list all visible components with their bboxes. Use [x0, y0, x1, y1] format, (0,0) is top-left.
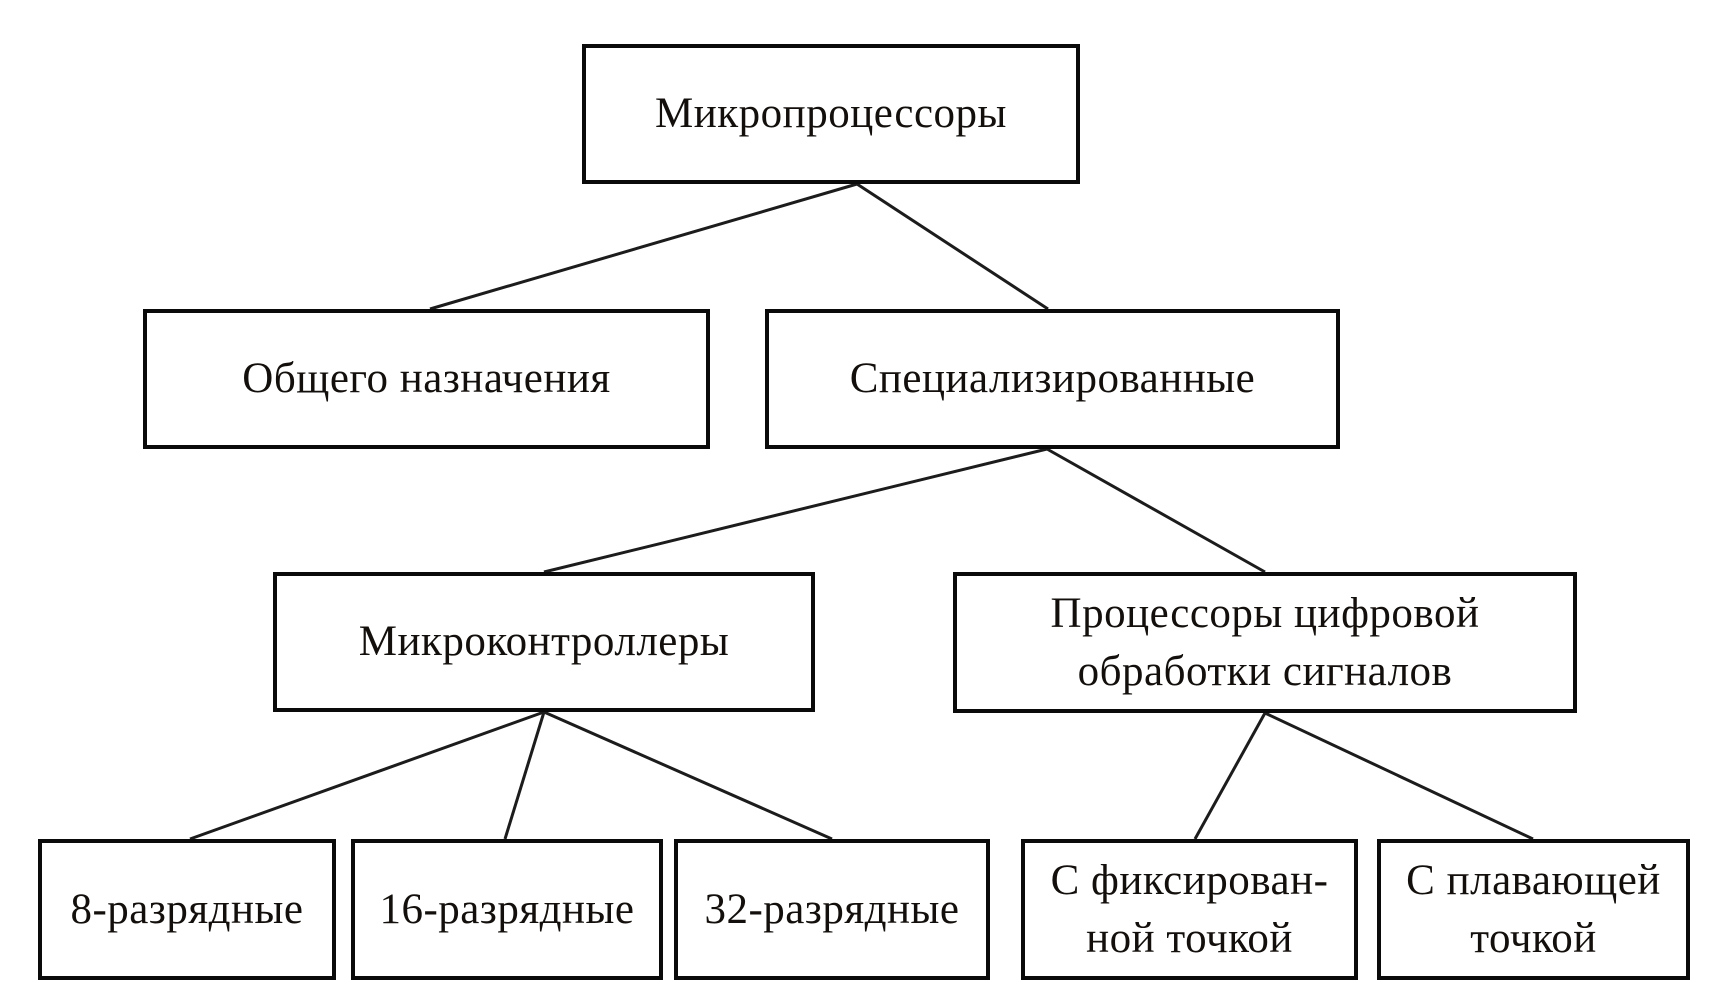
node-16bit-label: 16-разрядные	[379, 885, 635, 933]
edge-dsp-fixed-point	[1193, 712, 1267, 840]
node-floating-point: С плавающей точкой	[1377, 839, 1690, 980]
edge-microcontrollers-bit8	[189, 710, 545, 841]
node-microcontrollers: Микроконтроллеры	[273, 572, 815, 712]
node-microcontrollers-label: Микроконтроллеры	[358, 618, 730, 666]
node-32bit-label: 32-разрядные	[704, 885, 960, 933]
node-8bit: 8-разрядные	[38, 839, 336, 980]
node-8bit-label: 8-разрядные	[70, 885, 304, 933]
node-microprocessors-label: Микропроцессоры	[655, 90, 1007, 138]
edge-root-specialized	[856, 182, 1049, 311]
edge-dsp-floating-point	[1264, 711, 1534, 841]
node-32bit: 32-разрядные	[674, 839, 990, 980]
node-dsp-label: Процессоры цифровой обработки сигналов	[1050, 590, 1480, 695]
node-specialized: Специализированные	[765, 309, 1340, 449]
node-dsp: Процессоры цифровой обработки сигналов	[953, 572, 1577, 713]
edge-specialized-microcontrollers	[543, 447, 1048, 574]
node-general-purpose: Общего назначения	[143, 309, 710, 449]
edge-root-general	[429, 182, 858, 311]
node-microprocessors: Микропроцессоры	[582, 44, 1080, 184]
edge-specialized-dsp	[1046, 447, 1266, 574]
edge-microcontrollers-bit16	[503, 711, 546, 840]
node-fixed-point: С фиксирован- ной точкой	[1021, 839, 1358, 980]
node-16bit: 16-разрядные	[351, 839, 663, 980]
node-specialized-label: Специализированные	[849, 355, 1256, 403]
node-general-purpose-label: Общего назначения	[242, 355, 611, 403]
edge-microcontrollers-bit32	[543, 710, 833, 841]
node-floating-point-label: С плавающей точкой	[1406, 857, 1661, 962]
node-fixed-point-label: С фиксирован- ной точкой	[1050, 857, 1329, 962]
